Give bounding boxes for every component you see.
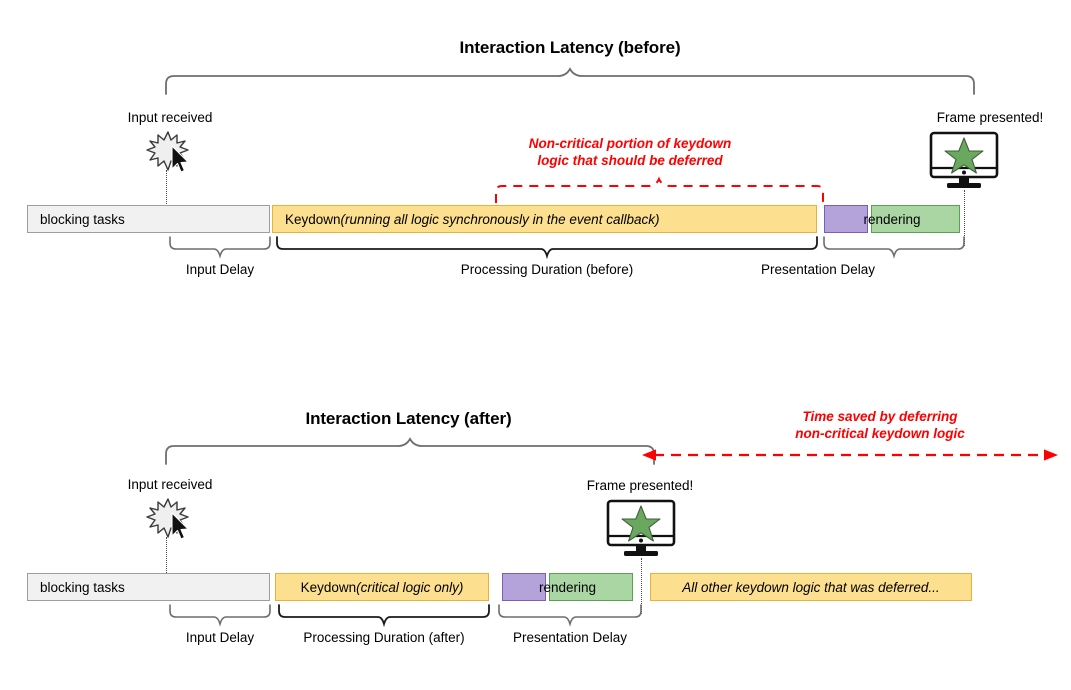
phase-label-input-delay-before: Input Delay	[185, 262, 255, 277]
phase-label-processing-duration-before: Processing Duration (before)	[460, 262, 634, 277]
annotation-line-2: logic that should be deferred	[537, 152, 723, 168]
starburst-icon	[146, 130, 190, 172]
frame-presented-label-after: Frame presented!	[586, 478, 694, 493]
bar-pre-render-before	[824, 205, 868, 233]
frame-guide-line-after	[641, 558, 642, 614]
interaction-latency-brace-after	[160, 437, 660, 466]
time-saved-arrow	[640, 445, 1060, 465]
bar-rendering-before	[871, 205, 960, 233]
bar-label: Keydown	[285, 211, 341, 227]
bar-label: blocking tasks	[40, 211, 125, 227]
bar-blocking-tasks-before: blocking tasks	[27, 205, 270, 233]
input-received-label-after: Input received	[127, 477, 213, 492]
presentation-delay-brace-before	[822, 236, 966, 260]
bar-pre-render-after	[502, 573, 546, 601]
phase-label-processing-duration-after: Processing Duration (after)	[303, 630, 465, 645]
annotation-line-1: Time saved by deferring	[802, 409, 958, 424]
title-before: Interaction Latency (before)	[459, 38, 681, 57]
frame-guide-line-before	[964, 190, 965, 246]
input-received-label-before: Input received	[127, 110, 213, 125]
bar-label: Keydown	[300, 579, 357, 595]
title-after: Interaction Latency (after)	[305, 409, 512, 428]
bar-keydown-after: Keydown (critical logic only)	[275, 573, 489, 601]
bar-blocking-tasks-after: blocking tasks	[27, 573, 270, 601]
input-guide-line-before	[166, 170, 167, 214]
presentation-delay-brace-after	[497, 604, 643, 628]
phase-label-input-delay-after: Input Delay	[185, 630, 255, 645]
bar-keydown-before: Keydown (running all logic synchronously…	[272, 205, 817, 233]
starburst-icon	[146, 497, 190, 539]
annotation-line-2: non-critical keydown logic	[795, 425, 965, 441]
monitor-icon	[925, 131, 1003, 193]
interaction-latency-brace-before	[160, 67, 980, 96]
processing-duration-brace-before	[275, 236, 819, 260]
mouse-cursor-icon	[170, 145, 192, 175]
bar-rendering-after	[549, 573, 633, 601]
bar-deferred-logic-after: All other keydown logic that was deferre…	[650, 573, 972, 601]
phase-label-presentation-delay-after: Presentation Delay	[512, 630, 628, 645]
bar-label: blocking tasks	[40, 579, 125, 595]
non-critical-dashed-brace	[492, 176, 827, 204]
phase-label-presentation-delay-before: Presentation Delay	[760, 262, 876, 277]
input-delay-brace-before	[168, 236, 272, 260]
mouse-cursor-icon	[170, 512, 192, 542]
bar-label-emphasis: (running all logic synchronously in the …	[340, 211, 660, 227]
annotation-line-1: Non-critical portion of keydown	[528, 136, 732, 151]
frame-presented-label-before: Frame presented!	[936, 110, 1044, 125]
time-saved-annotation: Time saved by deferring non-critical key…	[720, 409, 1040, 443]
non-critical-annotation-before: Non-critical portion of keydown logic th…	[435, 136, 825, 170]
input-guide-line-after	[166, 537, 167, 581]
monitor-icon	[602, 499, 680, 561]
bar-label-emphasis: (critical logic only)	[356, 579, 464, 595]
processing-duration-brace-after	[277, 604, 491, 628]
input-delay-brace-after	[168, 604, 272, 628]
bar-label: All other keydown logic that was deferre…	[682, 579, 940, 595]
